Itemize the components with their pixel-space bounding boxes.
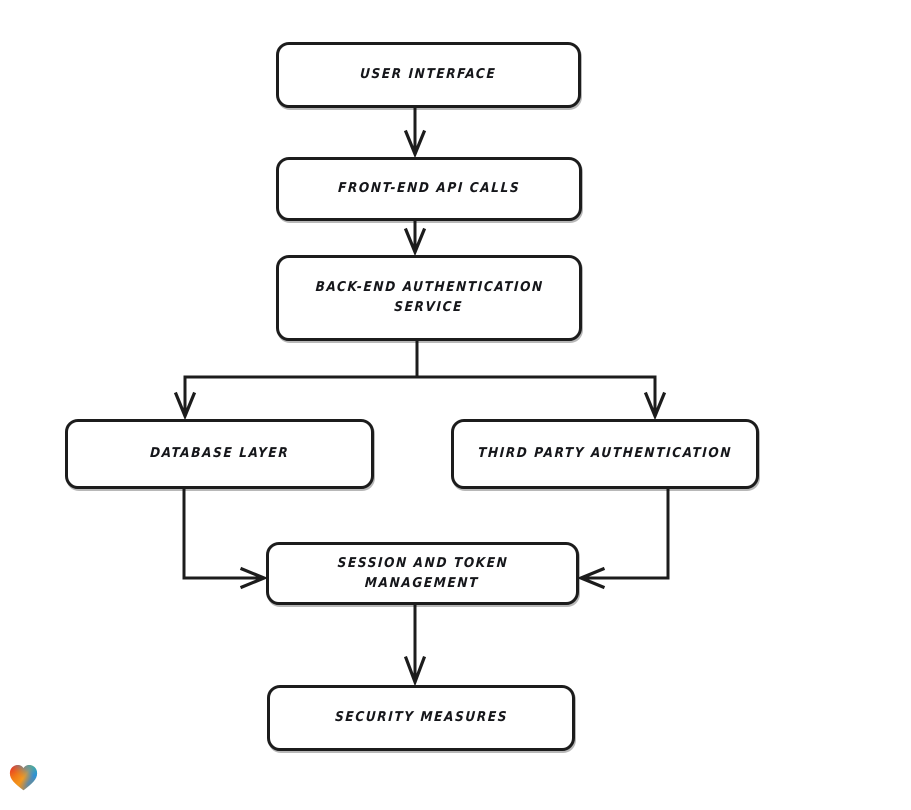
edge-split-to-thirdparty-arrowhead	[643, 391, 667, 421]
node-frontend-api-calls-label: Front-End API Calls	[337, 180, 521, 197]
node-backend-authentication-service-label: Back-End Authentication Service	[315, 279, 545, 315]
node-backend-authentication-service[interactable]: Back-End Authentication Service	[276, 255, 582, 341]
edge-thirdparty-to-session-arrowhead	[576, 566, 606, 590]
edge-session-to-security-arrowhead	[403, 655, 427, 687]
edge-ui-to-api-arrowhead	[403, 129, 427, 159]
heart-icon	[9, 765, 38, 791]
node-user-interface[interactable]: User Interface	[276, 42, 581, 108]
node-third-party-authentication-label: Third Party Authentication	[477, 445, 733, 462]
node-session-and-token-management[interactable]: Session and Token Management	[266, 542, 579, 605]
node-session-and-token-management-label: Session and Token Management	[337, 554, 509, 591]
edge-split-to-database-arrowhead	[173, 391, 197, 421]
edge-database-to-session-line	[182, 487, 264, 580]
edge-thirdparty-to-session-line	[581, 487, 670, 580]
node-security-measures-label: Security Measures	[334, 709, 508, 726]
node-database-layer[interactable]: Database Layer	[65, 419, 374, 489]
node-user-interface-label: User Interface	[359, 66, 498, 83]
node-frontend-api-calls[interactable]: Front-End API Calls	[276, 157, 582, 221]
edge-database-to-session-arrowhead	[239, 566, 269, 590]
node-database-layer-label: Database Layer	[149, 445, 290, 462]
edge-api-to-backend-arrowhead	[403, 227, 427, 257]
node-security-measures[interactable]: Security Measures	[267, 685, 575, 751]
node-third-party-authentication[interactable]: Third Party Authentication	[451, 419, 759, 489]
